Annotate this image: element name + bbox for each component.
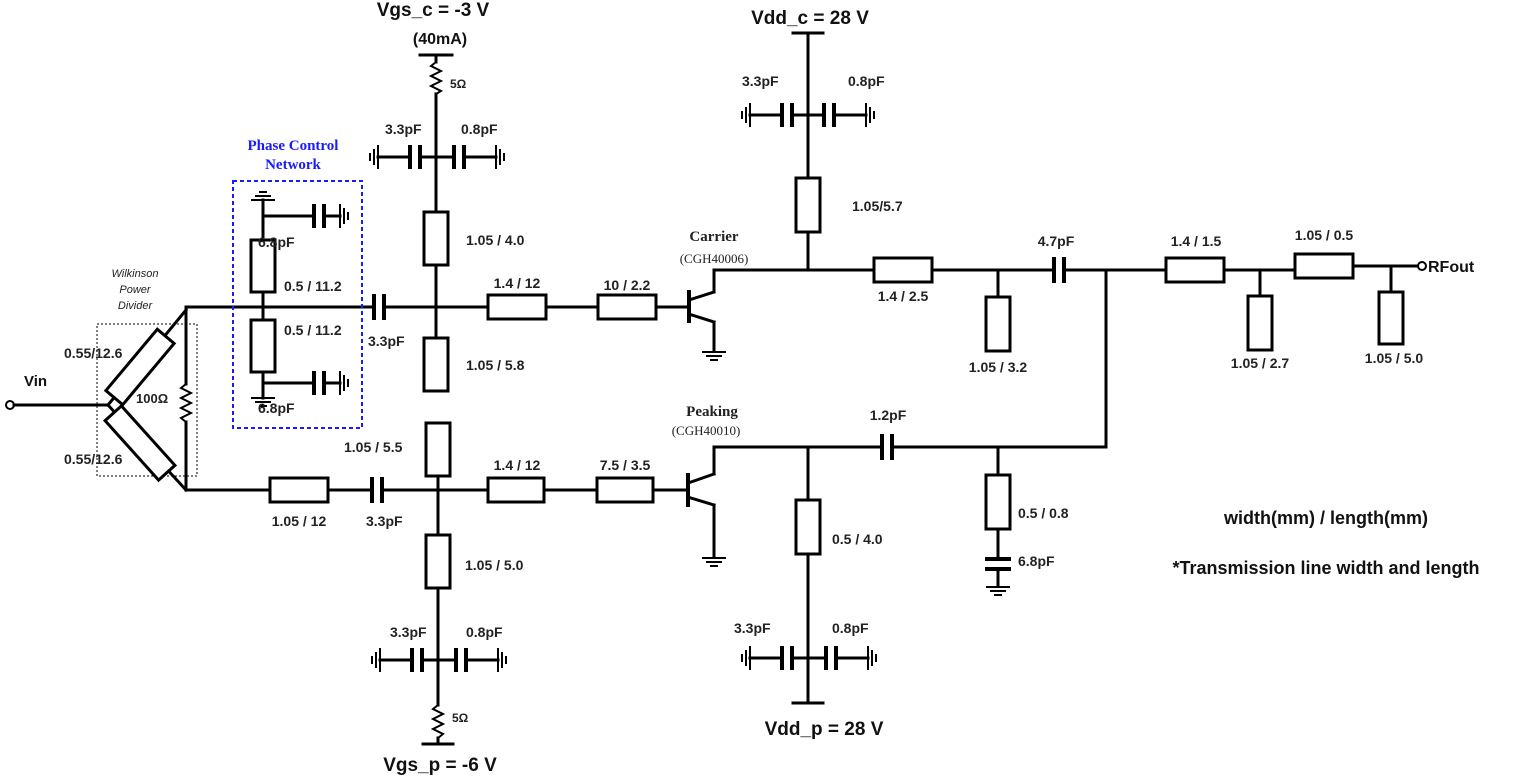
peaking-gate-stub-up-label: 1.05 / 5.5: [344, 439, 403, 455]
phase-cap-bottom-label: 6.8pF: [258, 400, 295, 416]
wilkinson-divider: [5, 307, 198, 493]
vgs-c-label: Vgs_c = -3 V: [377, 0, 490, 21]
carrier-input-path: [184, 293, 690, 321]
legend-note: *Transmission line width and length: [1172, 558, 1479, 578]
carrier-line1-label: 1.4 / 12: [494, 275, 541, 291]
peaking-bias-resistor-label: 5Ω: [452, 711, 469, 725]
carrier-drain-cap-right-label: 0.8pF: [848, 73, 885, 89]
carrier-line2-label: 10 / 2.2: [604, 277, 651, 293]
phase-line-top-label: 0.5 / 11.2: [284, 278, 342, 294]
vgs-p-label: Vgs_p = -6 V: [383, 755, 497, 776]
phase-network-title-1: Phase Control: [248, 138, 339, 154]
divider-resistor-label: 100Ω: [136, 391, 168, 406]
output-line2-label: 1.05 / 0.5: [1295, 227, 1354, 243]
carrier-bias-resistor-label: 5Ω: [450, 77, 467, 91]
carrier-output: [872, 256, 1168, 353]
peaking-shunt-line-label: 0.5 / 0.8: [1018, 505, 1069, 521]
peaking-drain-cap-right-label: 0.8pF: [832, 620, 869, 636]
peaking-transistor: [686, 445, 882, 567]
peaking-dc-block-label: 3.3pF: [366, 513, 403, 529]
divider-title-1: Wilkinson: [112, 268, 159, 280]
peaking-gate-cap-left-label: 3.3pF: [390, 624, 427, 640]
peaking-line2-label: 7.5 / 3.5: [600, 457, 651, 473]
vin-label: Vin: [24, 373, 47, 390]
carrier-transistor: [687, 268, 876, 361]
peaking-shunt-cap-label: 6.8pF: [1018, 553, 1055, 569]
peaking-gate-cap-right-label: 0.8pF: [466, 624, 503, 640]
peaking-drain-bias-line-label: 0.5 / 4.0: [832, 531, 883, 547]
carrier-gate-bias: [369, 53, 505, 393]
carrier-gate-stub-up-label: 1.05 / 4.0: [466, 232, 525, 248]
phase-network-title-2: Network: [265, 157, 321, 173]
output-stub2-label: 1.05 / 5.0: [1365, 350, 1424, 366]
carrier-gate-cap-right-label: 0.8pF: [461, 121, 498, 137]
carrier-drain-cap-left-label: 3.3pF: [742, 73, 779, 89]
carrier-out-stub-label: 1.05 / 3.2: [969, 359, 1028, 375]
carrier-gate-cap-left-label: 3.3pF: [385, 121, 422, 137]
output-network: [1104, 252, 1427, 446]
peaking-line1-label: 1.4 / 12: [494, 457, 541, 473]
output-line1-label: 1.4 / 1.5: [1171, 233, 1222, 249]
peaking-drain-cap-label: 1.2pF: [870, 407, 907, 423]
carrier-dc-block-label: 3.3pF: [368, 333, 405, 349]
peaking-drain-bias: [741, 445, 877, 705]
divider-arm-top-label: 0.55/12.6: [64, 345, 123, 361]
carrier-out-cap-label: 4.7pF: [1038, 233, 1075, 249]
peaking-input-path: [184, 476, 689, 504]
vdd-p-label: Vdd_p = 28 V: [765, 719, 884, 740]
phase-control-network: [232, 180, 363, 429]
carrier-gate-stub-down-label: 1.05 / 5.8: [466, 357, 525, 373]
carrier-drain-bias-line-label: 1.05/5.7: [852, 198, 903, 214]
divider-title-2: Power: [119, 284, 152, 296]
phase-line-bottom-label: 0.5 / 11.2: [284, 322, 342, 338]
divider-title-3: Divider: [118, 300, 154, 312]
rfout-label: RFout: [1428, 259, 1475, 276]
rfout-port: [1417, 261, 1427, 271]
divider-arm-bottom-label: 0.55/12.6: [64, 451, 123, 467]
carrier-drain-bias: [741, 31, 875, 272]
phase-cap-top-label: 6.8pF: [258, 234, 295, 250]
legend-units: width(mm) / length(mm): [1223, 508, 1428, 528]
vgs-c-current-label: (40mA): [413, 31, 467, 48]
peaking-gate-bias: [371, 421, 507, 746]
peaking-drain-cap-left-label: 3.3pF: [734, 620, 771, 636]
output-stub1-label: 1.05 / 2.7: [1231, 355, 1290, 371]
peaking-part: (CGH40010): [672, 423, 741, 438]
carrier-out-line-label: 1.4 / 2.5: [878, 288, 929, 304]
peaking-in-line-label: 1.05 / 12: [272, 513, 327, 529]
vdd-c-label: Vdd_c = 28 V: [751, 8, 869, 29]
peaking-gate-stub-down-label: 1.05 / 5.0: [465, 557, 524, 573]
carrier-name: Carrier: [689, 229, 738, 245]
peaking-name: Peaking: [686, 404, 738, 420]
peaking-output: [880, 434, 1108, 596]
carrier-part: (CGH40006): [680, 251, 749, 266]
